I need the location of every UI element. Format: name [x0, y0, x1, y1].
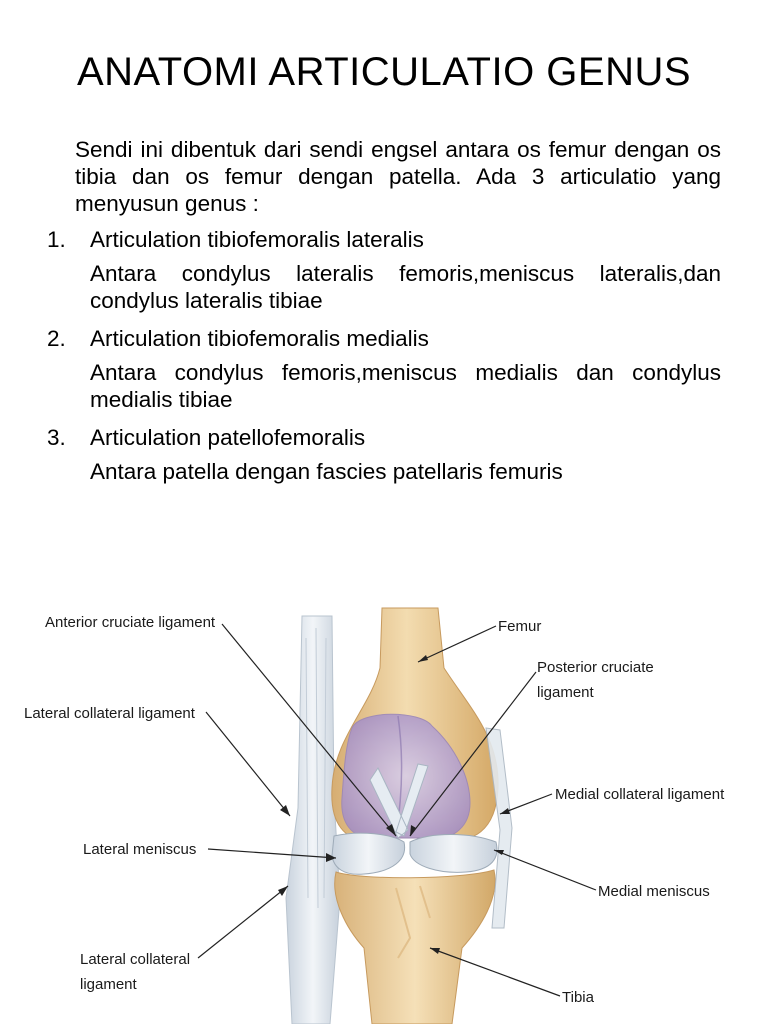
- label-lateral-meniscus: Lateral meniscus: [83, 841, 196, 858]
- list-item-number: 1.: [47, 227, 66, 252]
- articulation-list: 1. Articulation tibiofemoralis lateralis…: [0, 225, 768, 495]
- label-medial-collateral-ligament: Medial collateral ligament: [555, 786, 725, 803]
- label-posterior-cruciate-line1: Posterior cruciate: [537, 659, 654, 676]
- list-item-description: Antara condylus femoris,meniscus mediali…: [90, 360, 721, 412]
- list-item: 1. Articulation tibiofemoralis lateralis…: [0, 225, 768, 314]
- leader-lines: [197, 623, 597, 997]
- list-item-description: Antara condylus lateralis femoris,menisc…: [90, 261, 721, 313]
- label-medial-meniscus: Medial meniscus: [598, 883, 710, 900]
- label-lateral-collateral-ligament: Lateral collateral ligament: [24, 705, 196, 722]
- slide-title: ANATOMI ARTICULATIO GENUS: [76, 50, 692, 94]
- label-tibia: Tibia: [562, 989, 595, 1006]
- list-item-number: 2.: [47, 326, 66, 351]
- list-item: 3. Articulation patellofemoralis Antara …: [0, 423, 768, 485]
- label-femur: Femur: [498, 618, 541, 635]
- femoral-cartilage: [341, 713, 471, 839]
- fibula-ligament-bundle: [285, 615, 341, 1024]
- list-item-heading: Articulation patellofemoralis: [90, 425, 366, 450]
- knee-illustration: Anterior cruciate ligament Lateral colla…: [24, 607, 725, 1024]
- lateral-meniscus-shape: [331, 832, 406, 875]
- cruciate-ligaments: [369, 763, 429, 839]
- list-item-heading: Articulation tibiofemoralis lateralis: [90, 227, 424, 252]
- tibia-bone: [334, 869, 496, 1024]
- knee-anatomy-figure: Anterior cruciate ligament Lateral colla…: [0, 598, 768, 1024]
- list-item-heading: Articulation tibiofemoralis medialis: [90, 326, 429, 351]
- label-lateral-collateral-lower-line1: Lateral collateral: [80, 951, 190, 968]
- medial-collateral-ligament-shape: [485, 727, 513, 929]
- list-item-description: Antara patella dengan fascies patellaris…: [90, 459, 563, 484]
- label-posterior-cruciate-line2: ligament: [537, 684, 595, 701]
- list-item-number: 3.: [47, 425, 66, 450]
- medial-meniscus-shape: [409, 834, 498, 873]
- label-lateral-collateral-lower-line2: ligament: [80, 976, 138, 993]
- list-item: 2. Articulation tibiofemoralis medialis …: [0, 324, 768, 413]
- intro-paragraph: Sendi ini dibentuk dari sendi engsel ant…: [75, 137, 721, 216]
- label-anterior-cruciate-ligament: Anterior cruciate ligament: [45, 614, 216, 631]
